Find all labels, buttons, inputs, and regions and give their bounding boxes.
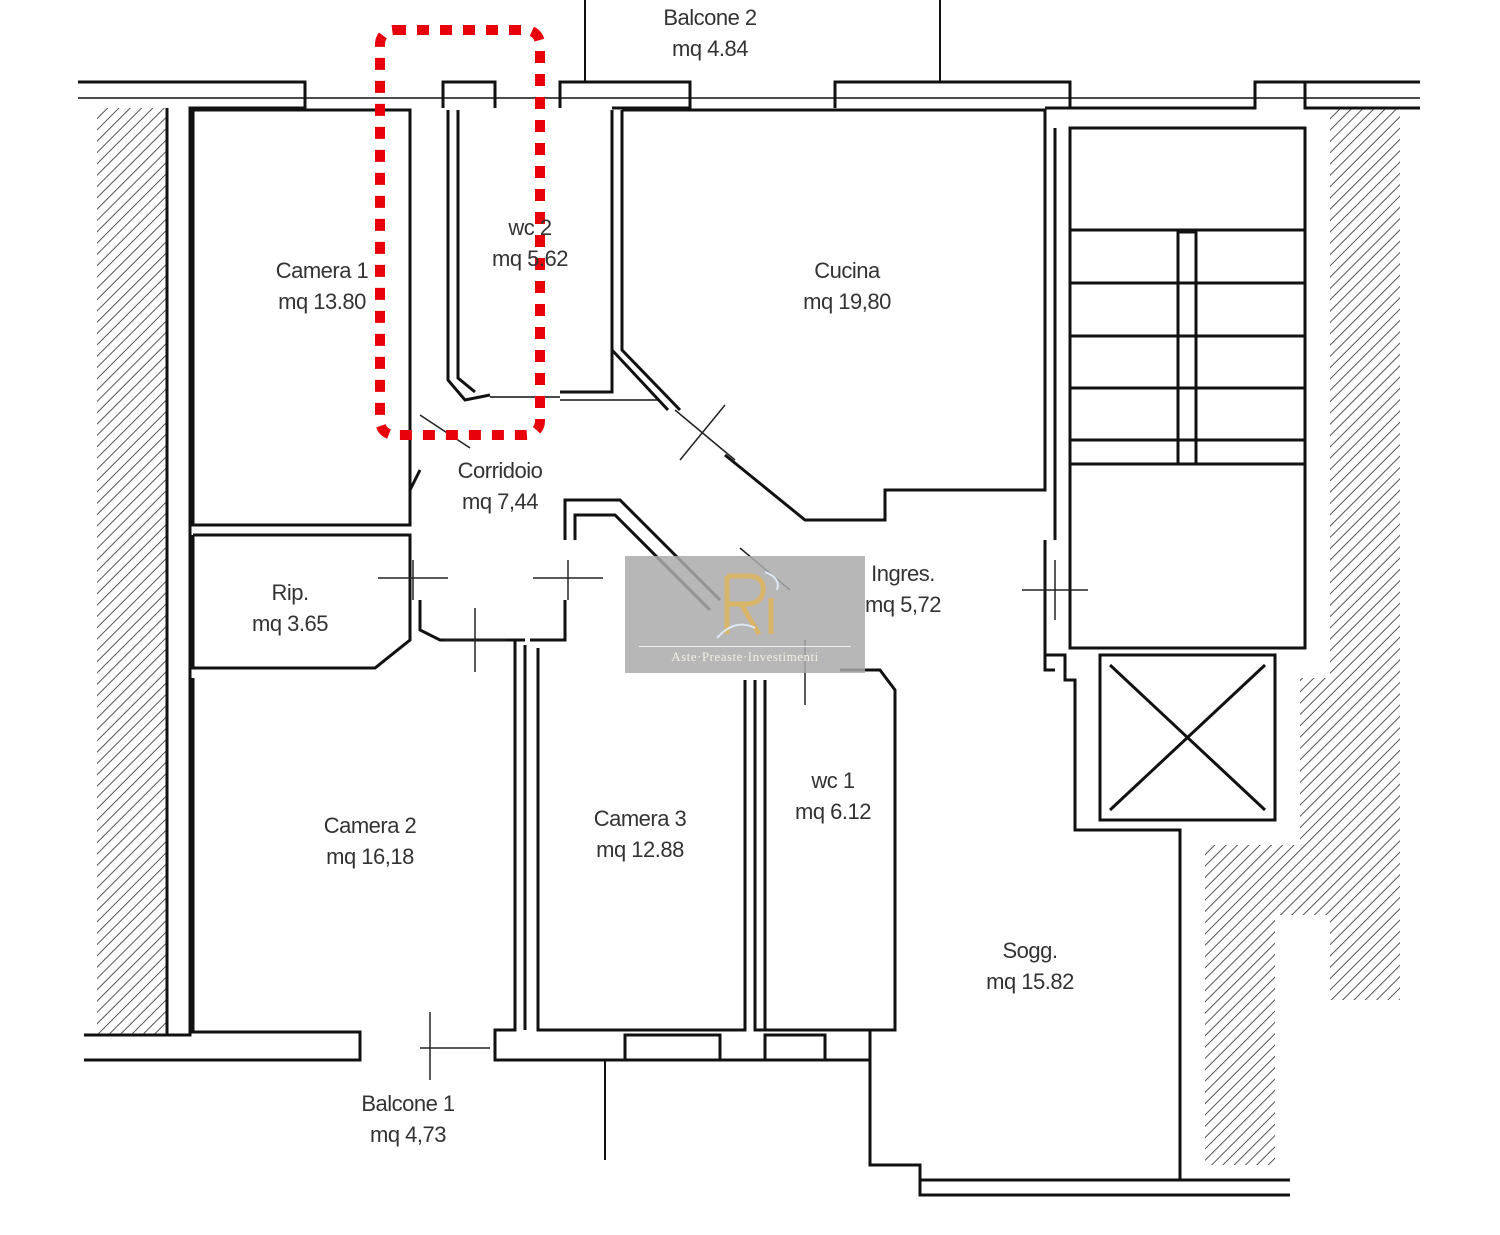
room-area: mq 5.62: [492, 246, 569, 271]
watermark-text: Aste·Preaste·Investimenti: [639, 646, 851, 665]
room-name: Cucina: [814, 258, 880, 283]
room-area: mq 19,80: [803, 289, 891, 314]
room-name: Camera 3: [593, 806, 687, 831]
room-area: mq 5,72: [865, 592, 942, 617]
room-area: mq 16,18: [326, 844, 414, 869]
room-label-wc-2: wc 2 mq 5.62: [492, 212, 569, 274]
watermark-logo-icon: [716, 571, 779, 639]
room-label-camera-2: Camera 2 mq 16,18: [324, 810, 417, 872]
room-label-cucina: Cucina mq 19,80: [803, 255, 891, 317]
hatched-wall-right: [1330, 108, 1400, 678]
room-area: mq 12.88: [596, 837, 684, 862]
room-area: mq 13.80: [278, 289, 366, 314]
room-area: mq 4.84: [671, 36, 749, 61]
room-name: Camera 2: [323, 813, 417, 838]
hatched-wall-left: [97, 108, 167, 1035]
room-label-balcone-1: Balcone 1 mq 4,73: [361, 1088, 455, 1150]
room-name: wc 1: [811, 768, 855, 793]
watermark: Aste·Preaste·Investimenti: [625, 556, 865, 673]
room-area: mq 3.65: [252, 611, 329, 636]
room-label-corridoio: Corridoio mq 7,44: [458, 455, 543, 517]
room-area: mq 7,44: [461, 489, 538, 514]
room-area: mq 4,73: [369, 1122, 447, 1147]
room-area: mq 15.82: [986, 969, 1074, 994]
room-name: Corridoio: [457, 458, 543, 483]
room-label-balcone-2: Balcone 2 mq 4.84: [663, 2, 757, 64]
room-name: Ingres.: [871, 561, 935, 586]
room-label-camera-3: Camera 3 mq 12.88: [594, 803, 687, 865]
room-label-soggiorno: Sogg. mq 15.82: [986, 935, 1074, 997]
room-name: Balcone 1: [361, 1091, 455, 1116]
room-area: mq 6.12: [795, 799, 872, 824]
hatched-wall-right-lower: [1205, 678, 1400, 1165]
room-label-ingresso: Ingres. mq 5,72: [865, 558, 942, 620]
room-name: Balcone 2: [663, 5, 757, 30]
walls: [78, 0, 1420, 1197]
room-name: Sogg.: [1002, 938, 1058, 963]
room-name: Rip.: [271, 580, 309, 605]
room-label-rip: Rip. mq 3.65: [252, 577, 329, 639]
room-name: Camera 1: [275, 258, 369, 283]
room-label-camera-1: Camera 1 mq 13.80: [276, 255, 369, 317]
room-name: wc 2: [508, 215, 552, 240]
room-label-wc-1: wc 1 mq 6.12: [795, 765, 872, 827]
